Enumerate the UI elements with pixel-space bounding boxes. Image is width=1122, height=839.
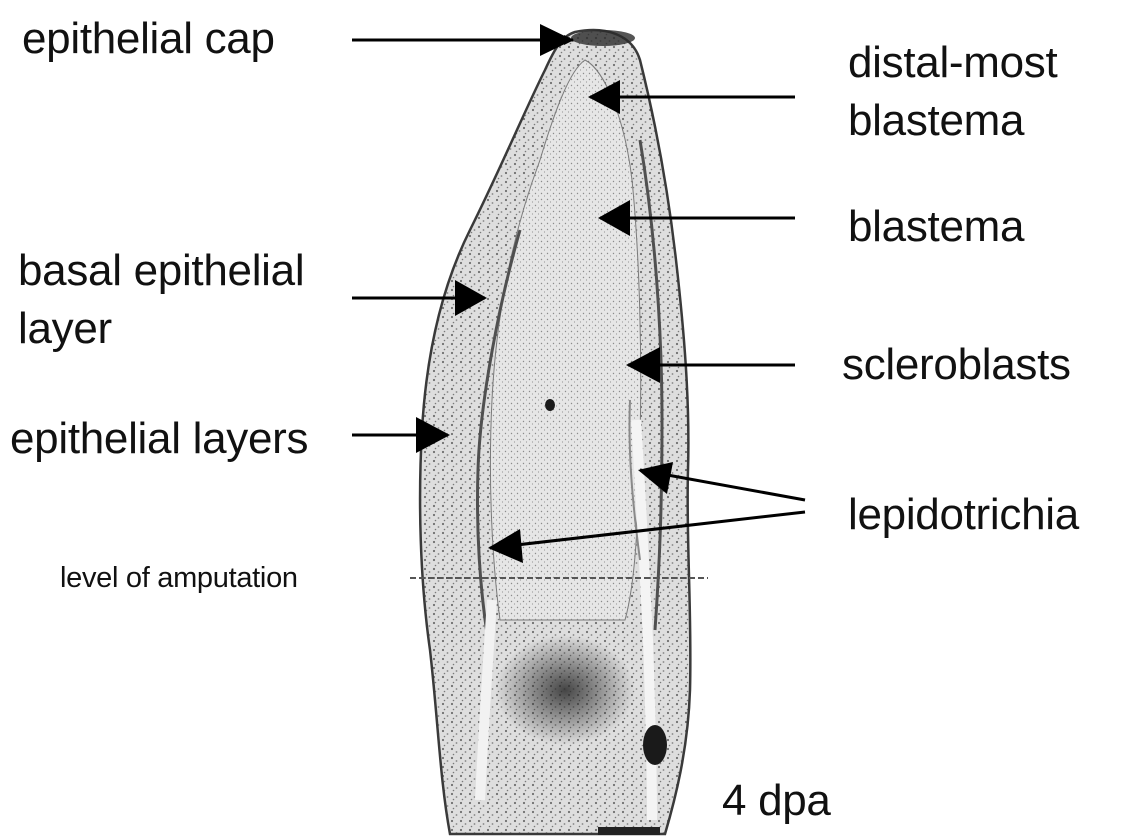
label-epithelial-layers: epithelial layers <box>10 414 308 464</box>
label-distal-most-blastema-line1: distal-most <box>848 38 1057 88</box>
label-distal-most-blastema-line2: blastema <box>848 96 1024 146</box>
label-epithelial-cap: epithelial cap <box>22 14 275 64</box>
label-level-of-amputation: level of amputation <box>60 561 298 595</box>
label-lepidotrichia: lepidotrichia <box>848 490 1079 540</box>
label-basal-epithelial-layer-line2: layer <box>18 304 112 354</box>
label-scleroblasts: scleroblasts <box>842 340 1071 390</box>
scale-bar <box>598 827 660 835</box>
label-stage: 4 dpa <box>722 776 831 826</box>
stump-tissue <box>495 635 635 745</box>
label-basal-epithelial-layer-line1: basal epithelial <box>18 246 304 296</box>
label-blastema: blastema <box>848 202 1024 252</box>
